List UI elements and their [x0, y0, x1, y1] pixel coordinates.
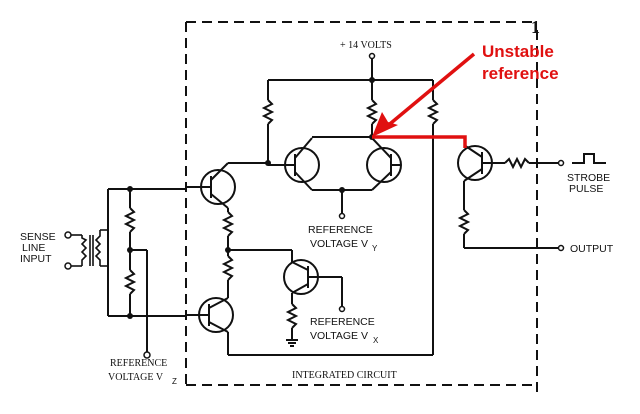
svg-text:Unstable: Unstable: [482, 42, 554, 61]
strobe-pulse-symbol: [572, 153, 606, 164]
ref-vx-label: REFERENCE VOLTAGE V X: [310, 316, 379, 345]
svg-text:LINE: LINE: [22, 242, 45, 254]
resistor-r1: [261, 80, 275, 163]
svg-text:REFERENCE: REFERENCE: [308, 224, 373, 236]
transistor-q6: [457, 144, 565, 252]
output-label: OUTPUT: [570, 243, 614, 255]
svg-text:REFERENCE: REFERENCE: [110, 358, 167, 369]
svg-text:Z: Z: [172, 377, 177, 386]
ic-label: INTEGRATED CIRCUIT: [292, 370, 397, 381]
ref-vy-label: REFERENCE VOLTAGE V Y: [308, 224, 378, 253]
svg-text:SENSE: SENSE: [20, 231, 56, 243]
transistor-q2: [268, 137, 320, 191]
transistor-q4: [186, 297, 433, 356]
sense-input: [64, 186, 186, 359]
svg-text:Y: Y: [372, 244, 378, 253]
svg-text:X: X: [373, 336, 379, 345]
unstable-reference-highlight: [372, 52, 476, 148]
resistor-r3: [426, 80, 440, 355]
transistor-q3: [366, 137, 402, 191]
supply-rail: [268, 52, 433, 83]
svg-text:INPUT: INPUT: [20, 253, 52, 265]
transistor-q5: [283, 259, 346, 347]
transistor-q1: [186, 162, 268, 209]
resistor-r2: [365, 80, 379, 137]
resistor-chain: [221, 208, 293, 298]
svg-text:VOLTAGE V: VOLTAGE V: [310, 330, 368, 342]
svg-text:reference: reference: [482, 64, 559, 83]
svg-text:PULSE: PULSE: [569, 183, 603, 195]
ic-boundary: [185, 21, 538, 395]
corner-mark: 1: [531, 17, 540, 37]
svg-text:VOLTAGE V: VOLTAGE V: [310, 238, 368, 250]
annotation-text: Unstable reference: [482, 42, 559, 83]
supply-label: + 14 VOLTS: [340, 40, 392, 51]
svg-text:VOLTAGE V: VOLTAGE V: [108, 372, 164, 383]
diff-pair-wiring: [265, 134, 375, 220]
ref-vz-label: REFERENCE VOLTAGE V Z: [108, 358, 177, 386]
svg-text:REFERENCE: REFERENCE: [310, 316, 375, 328]
strobe-label: STROBE PULSE: [567, 172, 610, 195]
sense-input-label: SENSE LINE INPUT: [20, 231, 56, 265]
svg-text:STROBE: STROBE: [567, 172, 610, 184]
